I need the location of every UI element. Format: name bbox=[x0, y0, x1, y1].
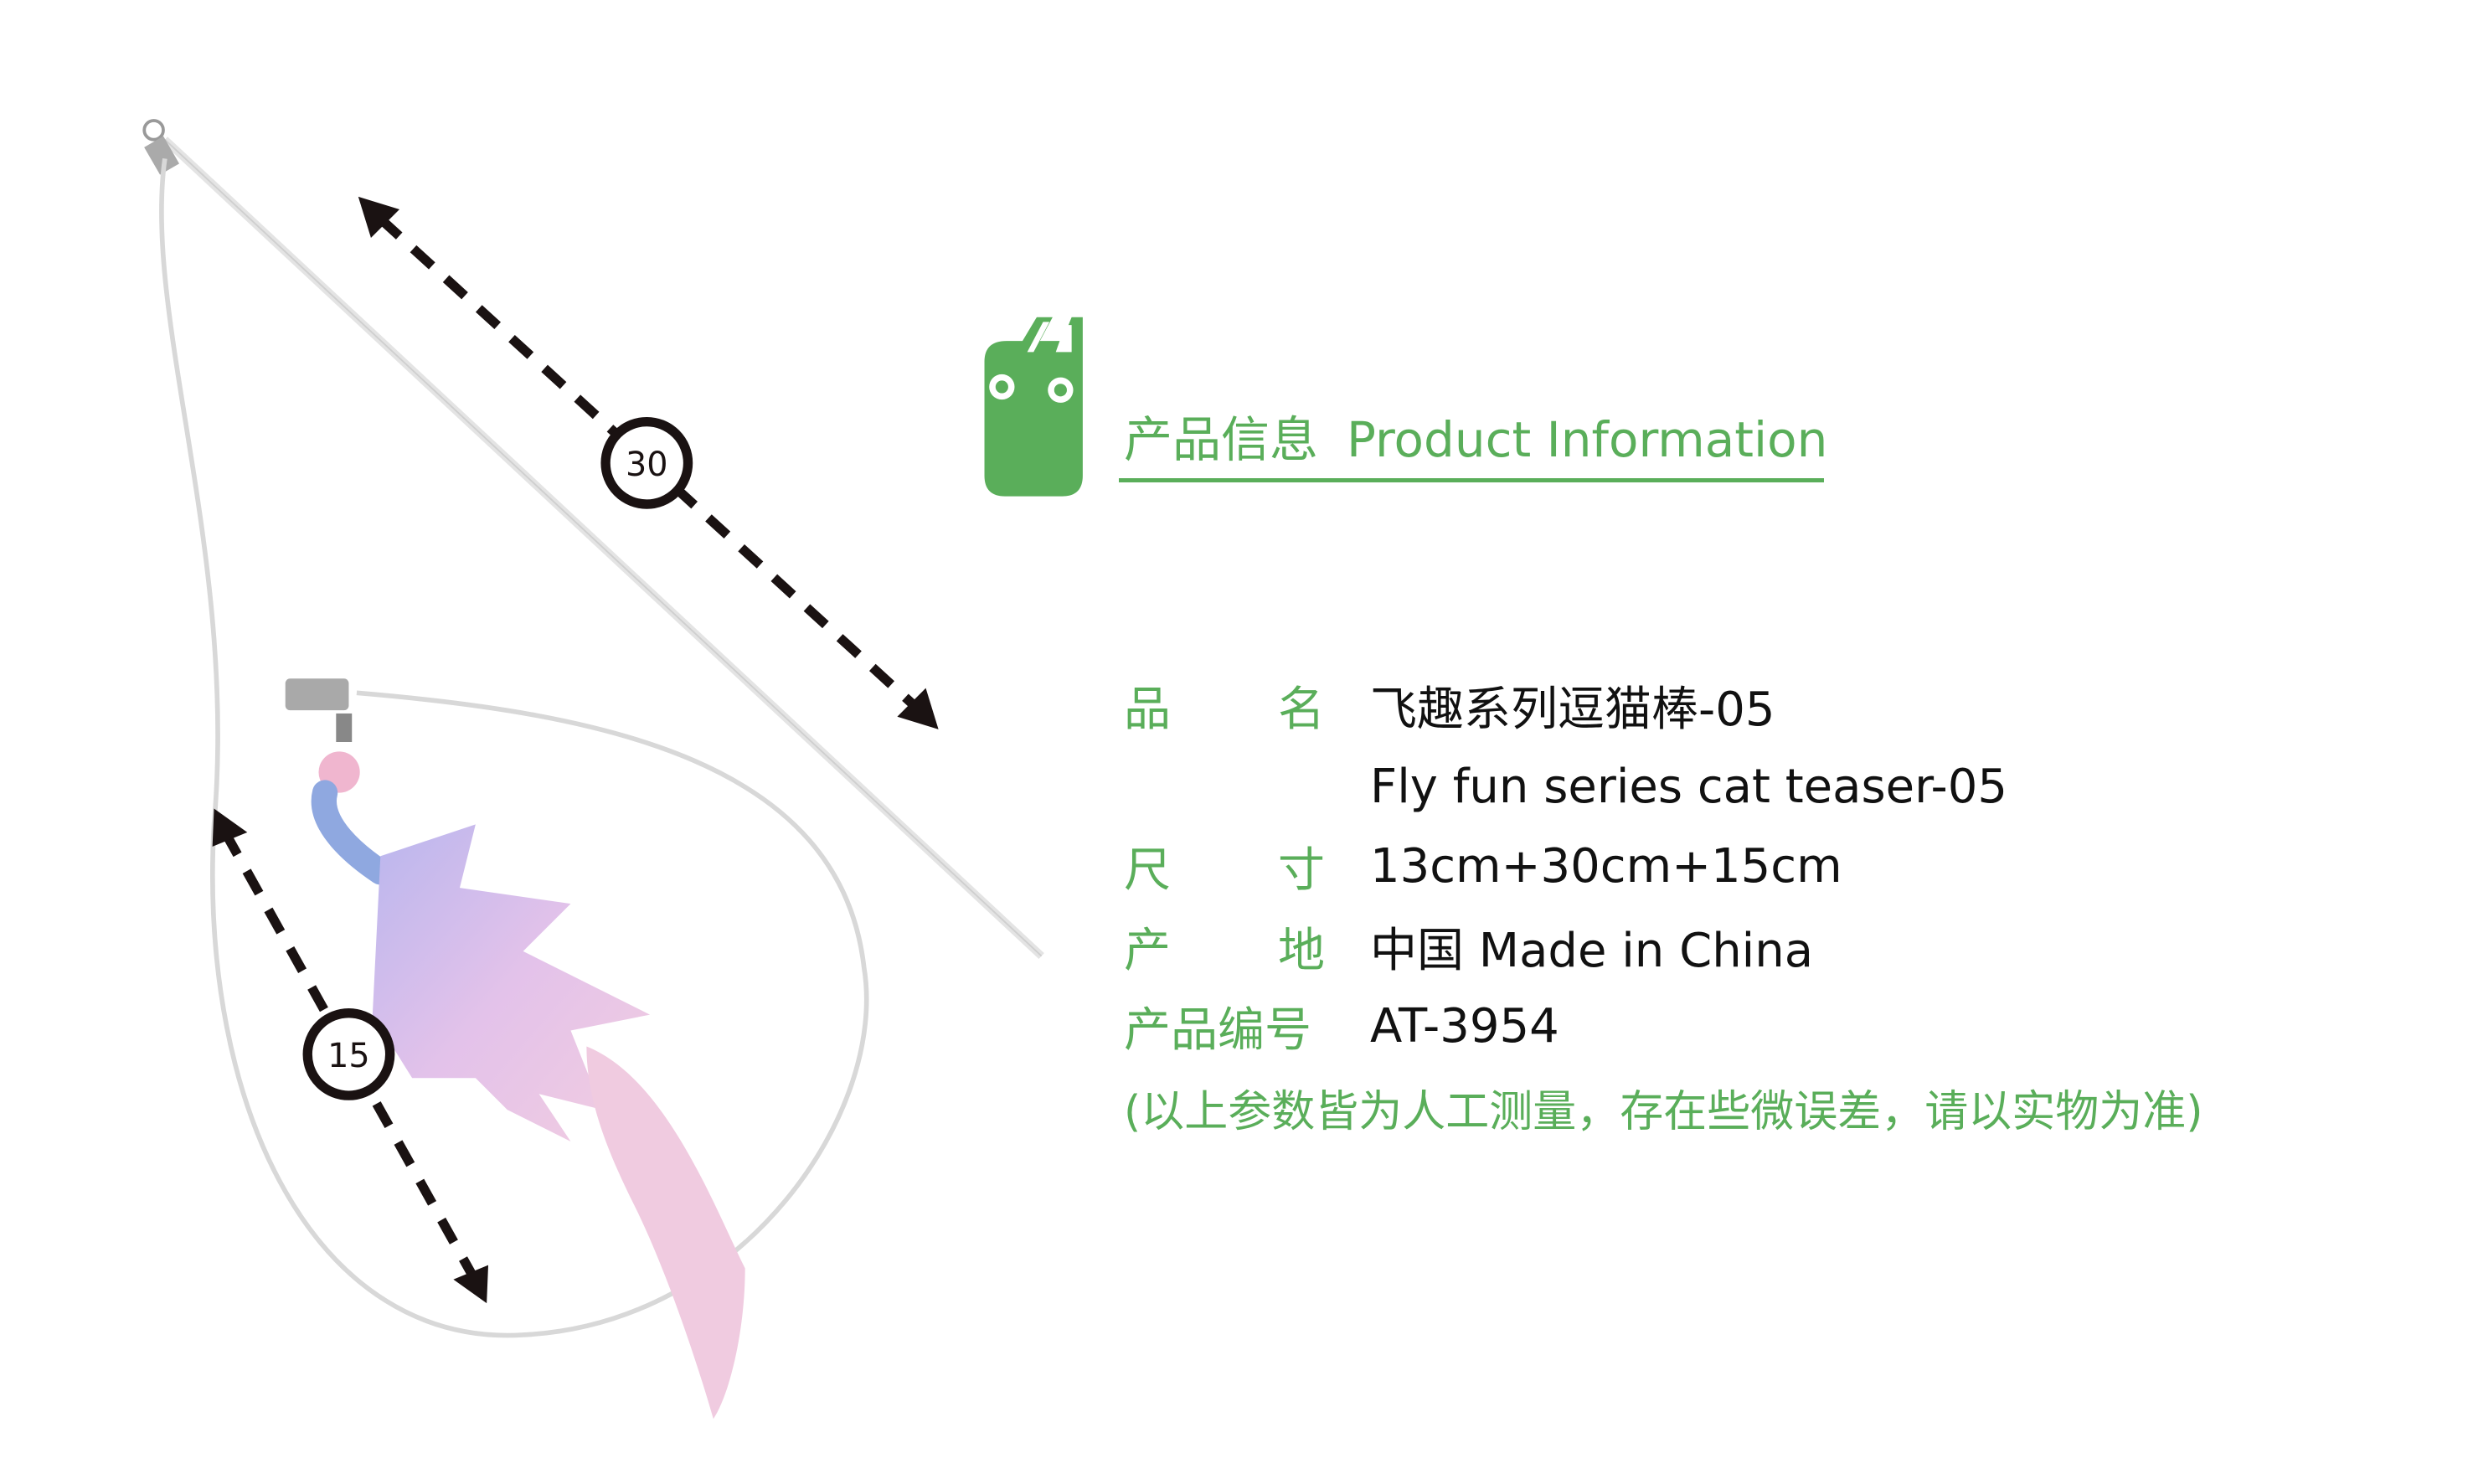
spec-label: 产品编号 bbox=[1124, 992, 1370, 1060]
label-char: 地 bbox=[1278, 923, 1325, 978]
dimension-arrow-15: 15 bbox=[212, 808, 489, 1304]
spec-label: 品名 bbox=[1124, 672, 1325, 739]
dimension-label-15: 15 bbox=[327, 1037, 370, 1075]
spec-row-name-en: Fly fun series cat teaser-05 bbox=[1124, 753, 2007, 820]
spec-row-product-code: 产品编号 AT-3954 bbox=[1124, 992, 1559, 1059]
spec-row-name: 品名 飞趣系列逗猫棒-05 bbox=[1124, 672, 1775, 739]
string-clip-icon bbox=[285, 678, 353, 742]
spec-value: Fly fun series cat teaser-05 bbox=[1370, 759, 2007, 814]
dimension-arrow-30: 30 bbox=[358, 196, 939, 729]
dimension-label-30: 30 bbox=[626, 446, 668, 484]
spec-value: 13cm+30cm+15cm bbox=[1370, 838, 1842, 894]
spec-value: AT-3954 bbox=[1370, 998, 1559, 1054]
spec-label: 产地 bbox=[1124, 913, 1325, 981]
spec-value: 飞趣系列逗猫棒-05 bbox=[1370, 682, 1775, 737]
spec-label: 尺寸 bbox=[1124, 832, 1325, 900]
title-chinese: 产品信息 bbox=[1124, 411, 1319, 468]
label-char: 尺 bbox=[1124, 842, 1171, 898]
rod-clip-icon bbox=[142, 119, 180, 175]
spec-row-size: 尺寸 13cm+30cm+15cm bbox=[1124, 832, 1842, 899]
brand-mascot-logo bbox=[984, 317, 1083, 497]
label-char: 产 bbox=[1124, 923, 1171, 978]
page-title: 产品信息 Product Information bbox=[1124, 400, 1827, 471]
spec-value: 中国 Made in China bbox=[1370, 923, 1814, 978]
label-char: 名 bbox=[1278, 682, 1325, 737]
label-char: 品 bbox=[1124, 682, 1171, 737]
teaser-rod bbox=[162, 137, 1044, 960]
label-text: 产品编号 bbox=[1124, 1002, 1311, 1058]
title-underline bbox=[1119, 478, 1824, 482]
teaser-string bbox=[158, 158, 869, 1338]
title-english: Product Information bbox=[1347, 411, 1828, 468]
spec-row-origin: 产地 中国 Made in China bbox=[1124, 913, 1813, 980]
feather-toy bbox=[311, 751, 745, 1420]
measurement-note: (以上参数皆为人工测量，存在些微误差，请以实物为准) bbox=[1124, 1087, 2203, 1137]
label-char: 寸 bbox=[1278, 842, 1325, 898]
